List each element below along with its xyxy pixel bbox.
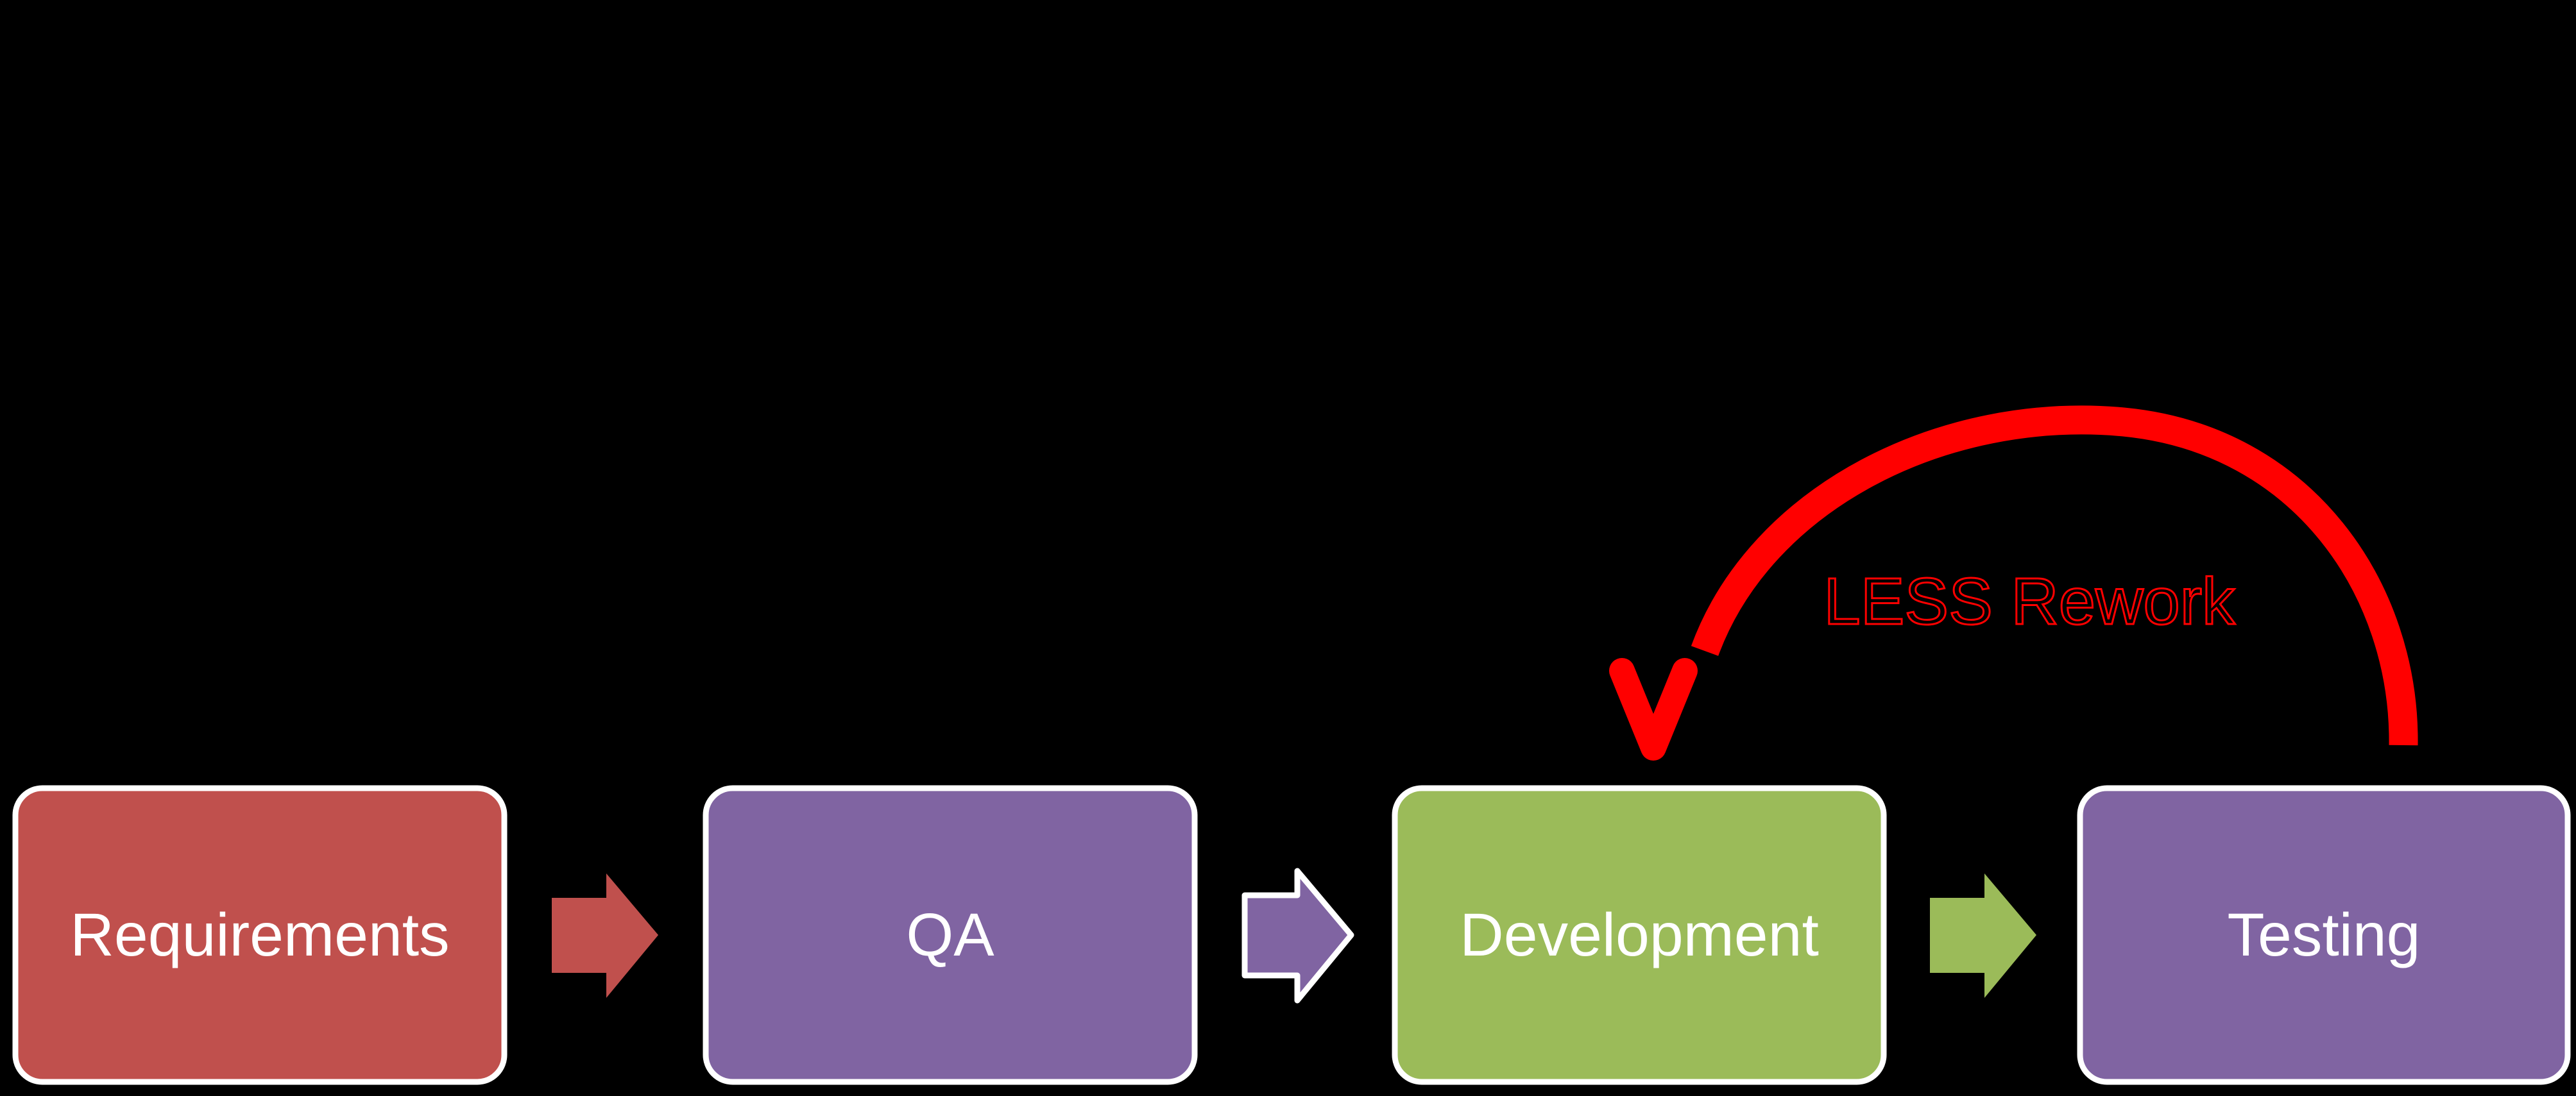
rework-arc [1691,405,2418,746]
block-arrow-qa-to-development-icon [1241,868,1354,1004]
rework-arrowhead-icon [1609,658,1698,761]
rework-annotation-label: LESS Rework [1823,564,2235,638]
flow-step-testing [2077,785,2571,1085]
block-arrow-requirements-to-qa-icon [552,873,658,998]
flow-step-qa [703,785,1198,1085]
flow-step-development [1392,785,1887,1085]
flow-step-development-label: Development [1460,901,1819,969]
flow-step-qa-label: QA [906,901,994,969]
block-arrow-development-to-testing-icon [1930,873,2036,998]
flow-step-requirements-label: Requirements [70,901,449,969]
flow-step-testing-label: Testing [2227,901,2420,969]
flow-step-requirements [12,785,508,1085]
